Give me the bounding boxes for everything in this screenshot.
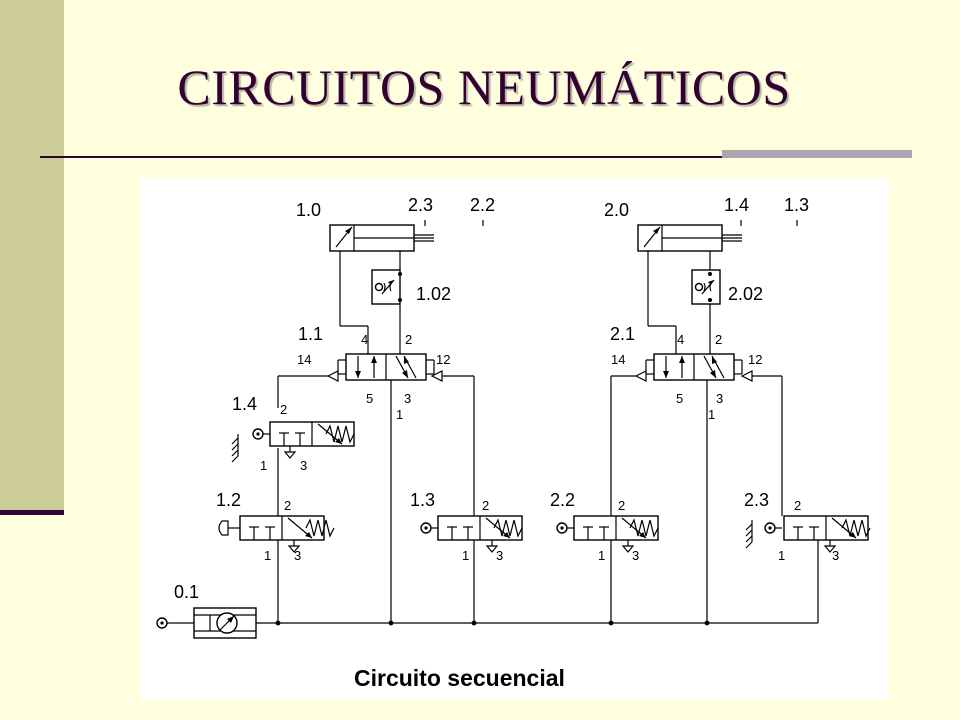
- limit-valve-2-3: 2.3 2 1 3: [744, 490, 871, 563]
- svg-text:1.1: 1.1: [298, 324, 323, 344]
- svg-text:14: 14: [297, 352, 311, 367]
- main-valve-1-1: 1.1 4 2 14 12 5 3 1: [297, 324, 450, 422]
- svg-text:5: 5: [676, 391, 683, 406]
- limit-valve-1-4: 1.4 2 1 3: [231, 394, 355, 473]
- title-underline: [40, 156, 912, 158]
- svg-text:12: 12: [436, 352, 450, 367]
- svg-text:3: 3: [496, 548, 503, 563]
- svg-text:12: 12: [748, 352, 762, 367]
- svg-text:2: 2: [618, 498, 625, 513]
- left-decor-bar: [0, 0, 64, 512]
- supply-unit-0-1: 0.1: [156, 582, 257, 639]
- svg-text:2: 2: [482, 498, 489, 513]
- flow-control-1-02: 1.02: [371, 269, 451, 305]
- left-decor-bar-foot: [0, 510, 64, 515]
- svg-text:4: 4: [361, 332, 368, 347]
- svg-text:1: 1: [708, 407, 715, 422]
- svg-text:1: 1: [264, 548, 271, 563]
- cylinder-2-0: 2.0: [604, 200, 743, 252]
- svg-text:3: 3: [404, 391, 411, 406]
- svg-text:0.1: 0.1: [174, 582, 199, 602]
- pneumatic-circuit-diagram: 1.0 2.3 2.2 1.02 1.1 4 2 14 12 5 3 1: [140, 178, 888, 700]
- svg-text:2.02: 2.02: [728, 284, 763, 304]
- svg-text:2: 2: [715, 332, 722, 347]
- svg-text:3: 3: [300, 458, 307, 473]
- flow-control-2-02: 2.02: [691, 269, 763, 305]
- svg-text:2.3: 2.3: [744, 490, 769, 510]
- svg-text:1: 1: [462, 548, 469, 563]
- svg-text:14: 14: [611, 352, 625, 367]
- svg-text:1.3: 1.3: [410, 490, 435, 510]
- svg-text:1.0: 1.0: [296, 200, 321, 220]
- svg-text:3: 3: [632, 548, 639, 563]
- svg-text:2: 2: [280, 402, 287, 417]
- svg-text:3: 3: [294, 548, 301, 563]
- main-valve-2-1: 2.1 4 2 14 12 5 3 1: [610, 324, 762, 422]
- svg-text:2.1: 2.1: [610, 324, 635, 344]
- limit-ref-1-3: 1.3: [784, 195, 809, 215]
- svg-text:1: 1: [396, 407, 403, 422]
- slide-title: CIRCUITOS NEUMÁTICOS: [177, 59, 791, 115]
- svg-text:1.2: 1.2: [216, 490, 241, 510]
- svg-text:1.02: 1.02: [416, 284, 451, 304]
- svg-text:2.0: 2.0: [604, 200, 629, 220]
- svg-text:2: 2: [405, 332, 412, 347]
- svg-text:4: 4: [677, 332, 684, 347]
- svg-text:1.4: 1.4: [232, 394, 257, 414]
- svg-text:2: 2: [284, 498, 291, 513]
- limit-ref-2-2: 2.2: [470, 195, 495, 215]
- diagram-caption: Circuito secuencial: [354, 665, 565, 691]
- svg-text:2: 2: [794, 498, 801, 513]
- cylinder-1-0: 1.0: [296, 200, 435, 252]
- limit-ref-1-4: 1.4: [724, 195, 749, 215]
- svg-text:2.2: 2.2: [550, 490, 575, 510]
- svg-text:3: 3: [716, 391, 723, 406]
- limit-valve-2-2: 2.2 2 1 3: [550, 490, 659, 563]
- svg-text:1: 1: [598, 548, 605, 563]
- svg-text:1: 1: [778, 548, 785, 563]
- limit-ref-2-3: 2.3: [408, 195, 433, 215]
- svg-text:1: 1: [260, 458, 267, 473]
- start-valve-1-2: 1.2 2 1 3: [216, 490, 335, 563]
- limit-valve-1-3: 1.3 2 1 3: [410, 490, 523, 563]
- svg-text:5: 5: [366, 391, 373, 406]
- title-underline-accent: [722, 150, 912, 158]
- svg-text:3: 3: [832, 548, 839, 563]
